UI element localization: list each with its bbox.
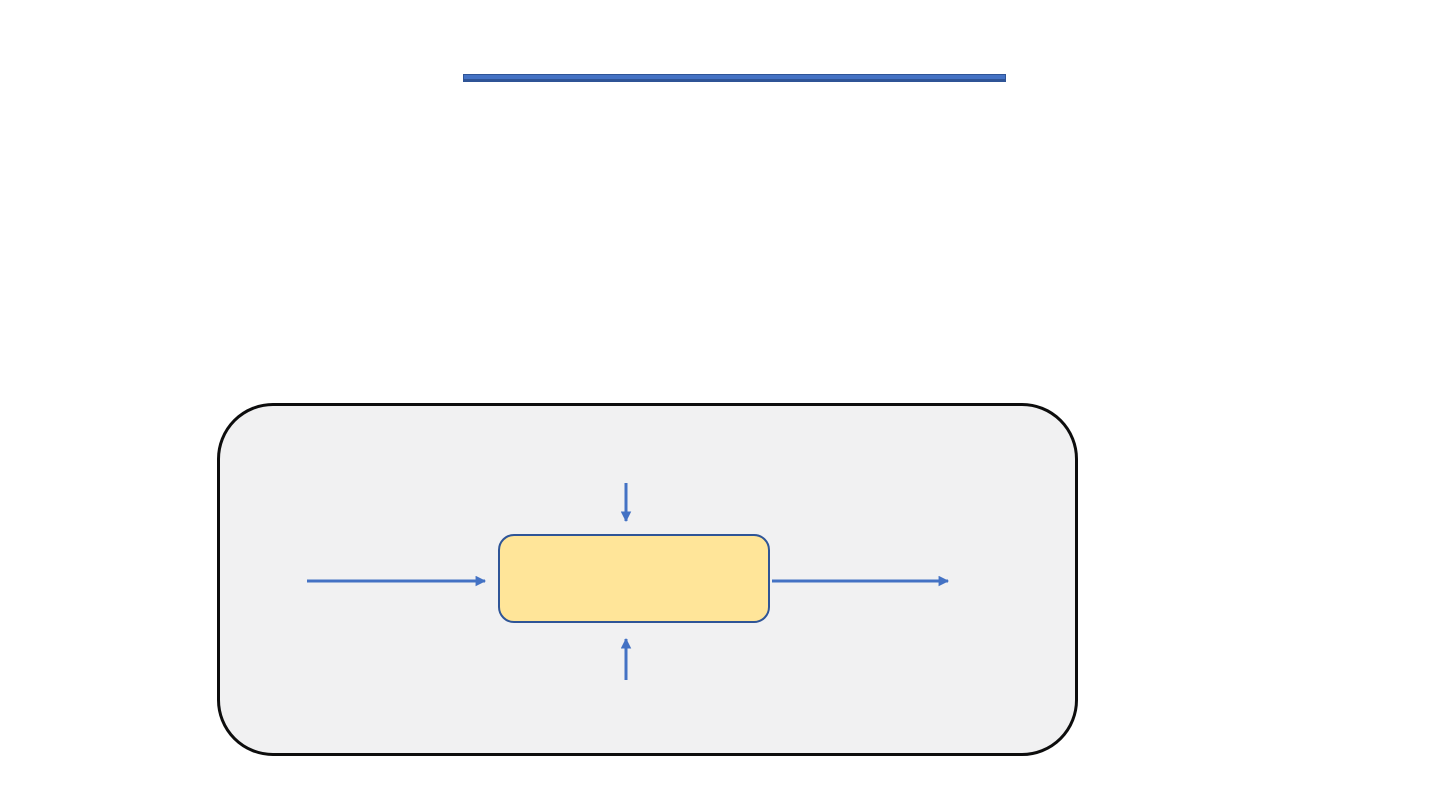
title-divider-bar: [463, 74, 1006, 82]
process-box: [498, 534, 770, 623]
